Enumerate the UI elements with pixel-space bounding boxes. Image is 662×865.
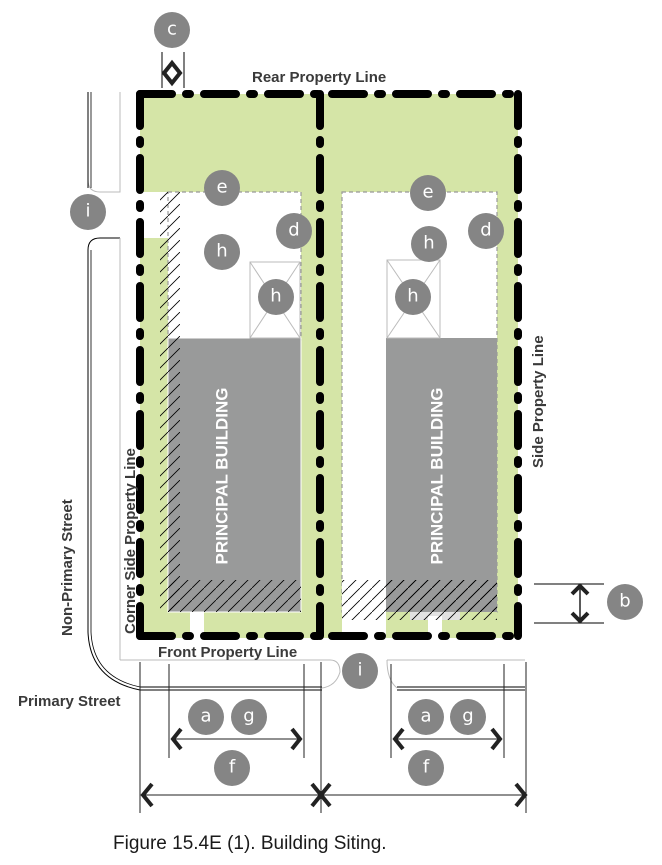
bubble-f: f xyxy=(214,750,250,786)
bubble-i-front: i xyxy=(342,653,378,689)
principal-building-interior xyxy=(386,338,497,612)
bubble-a: a xyxy=(408,699,444,735)
bubble-h: h xyxy=(395,279,431,315)
svg-text:h: h xyxy=(270,286,281,307)
svg-text:h: h xyxy=(407,286,418,307)
bubble-i-side: i xyxy=(70,194,106,230)
bubble-g: g xyxy=(450,699,486,735)
property-lines xyxy=(136,90,522,640)
svg-text:h: h xyxy=(216,241,227,262)
primary-street-label: Primary Street xyxy=(18,693,121,710)
dimension-b xyxy=(534,583,604,624)
bubble-c: c xyxy=(154,12,190,48)
svg-text:f: f xyxy=(423,757,430,778)
corner-side-property-line-label: Corner Side Property Line xyxy=(122,448,139,634)
svg-text:g: g xyxy=(462,706,473,727)
bubble-a: a xyxy=(188,699,224,735)
dimension-a-g-corner xyxy=(168,664,305,758)
figure-caption: Figure 15.4E (1). Building Siting. xyxy=(113,833,387,854)
bubble-h: h xyxy=(204,234,240,270)
svg-text:g: g xyxy=(243,706,254,727)
svg-text:f: f xyxy=(229,757,236,778)
principal-building-label: PRINCIPAL BUILDING xyxy=(213,388,232,565)
bubble-d: d xyxy=(276,213,312,249)
svg-text:h: h xyxy=(423,233,434,254)
svg-text:c: c xyxy=(167,19,177,40)
svg-text:a: a xyxy=(420,706,431,727)
bubble-e: e xyxy=(410,175,446,211)
corner-lot-buildable-area xyxy=(168,192,301,340)
dimension-a-g-interior xyxy=(390,664,505,758)
bubble-h: h xyxy=(411,226,447,262)
non-primary-street-label: Non-Primary Street xyxy=(59,499,76,636)
interior-lot xyxy=(320,94,518,638)
svg-text:a: a xyxy=(200,706,211,727)
principal-building-label: PRINCIPAL BUILDING xyxy=(428,388,447,565)
bubble-f: f xyxy=(408,750,444,786)
dimension-c xyxy=(161,52,185,88)
bubble-b: b xyxy=(607,584,643,620)
bubble-d: d xyxy=(468,213,504,249)
svg-text:e: e xyxy=(216,177,227,198)
bubble-e: e xyxy=(204,170,240,206)
svg-text:d: d xyxy=(480,220,491,241)
svg-text:e: e xyxy=(422,182,433,203)
bubble-g: g xyxy=(231,699,267,735)
svg-text:b: b xyxy=(619,591,630,612)
principal-building-corner xyxy=(167,337,302,613)
bubble-h: h xyxy=(258,279,294,315)
svg-text:i: i xyxy=(357,660,362,681)
non-primary-street xyxy=(87,92,141,691)
front-property-line-label: Front Property Line xyxy=(158,644,297,661)
side-property-line-label: Side Property Line xyxy=(530,335,547,468)
dimension-f xyxy=(139,662,528,813)
svg-text:d: d xyxy=(288,220,299,241)
corner-lot xyxy=(140,94,320,638)
rear-property-line-label: Rear Property Line xyxy=(252,69,386,86)
svg-text:i: i xyxy=(85,201,90,222)
primary-street xyxy=(140,659,525,691)
